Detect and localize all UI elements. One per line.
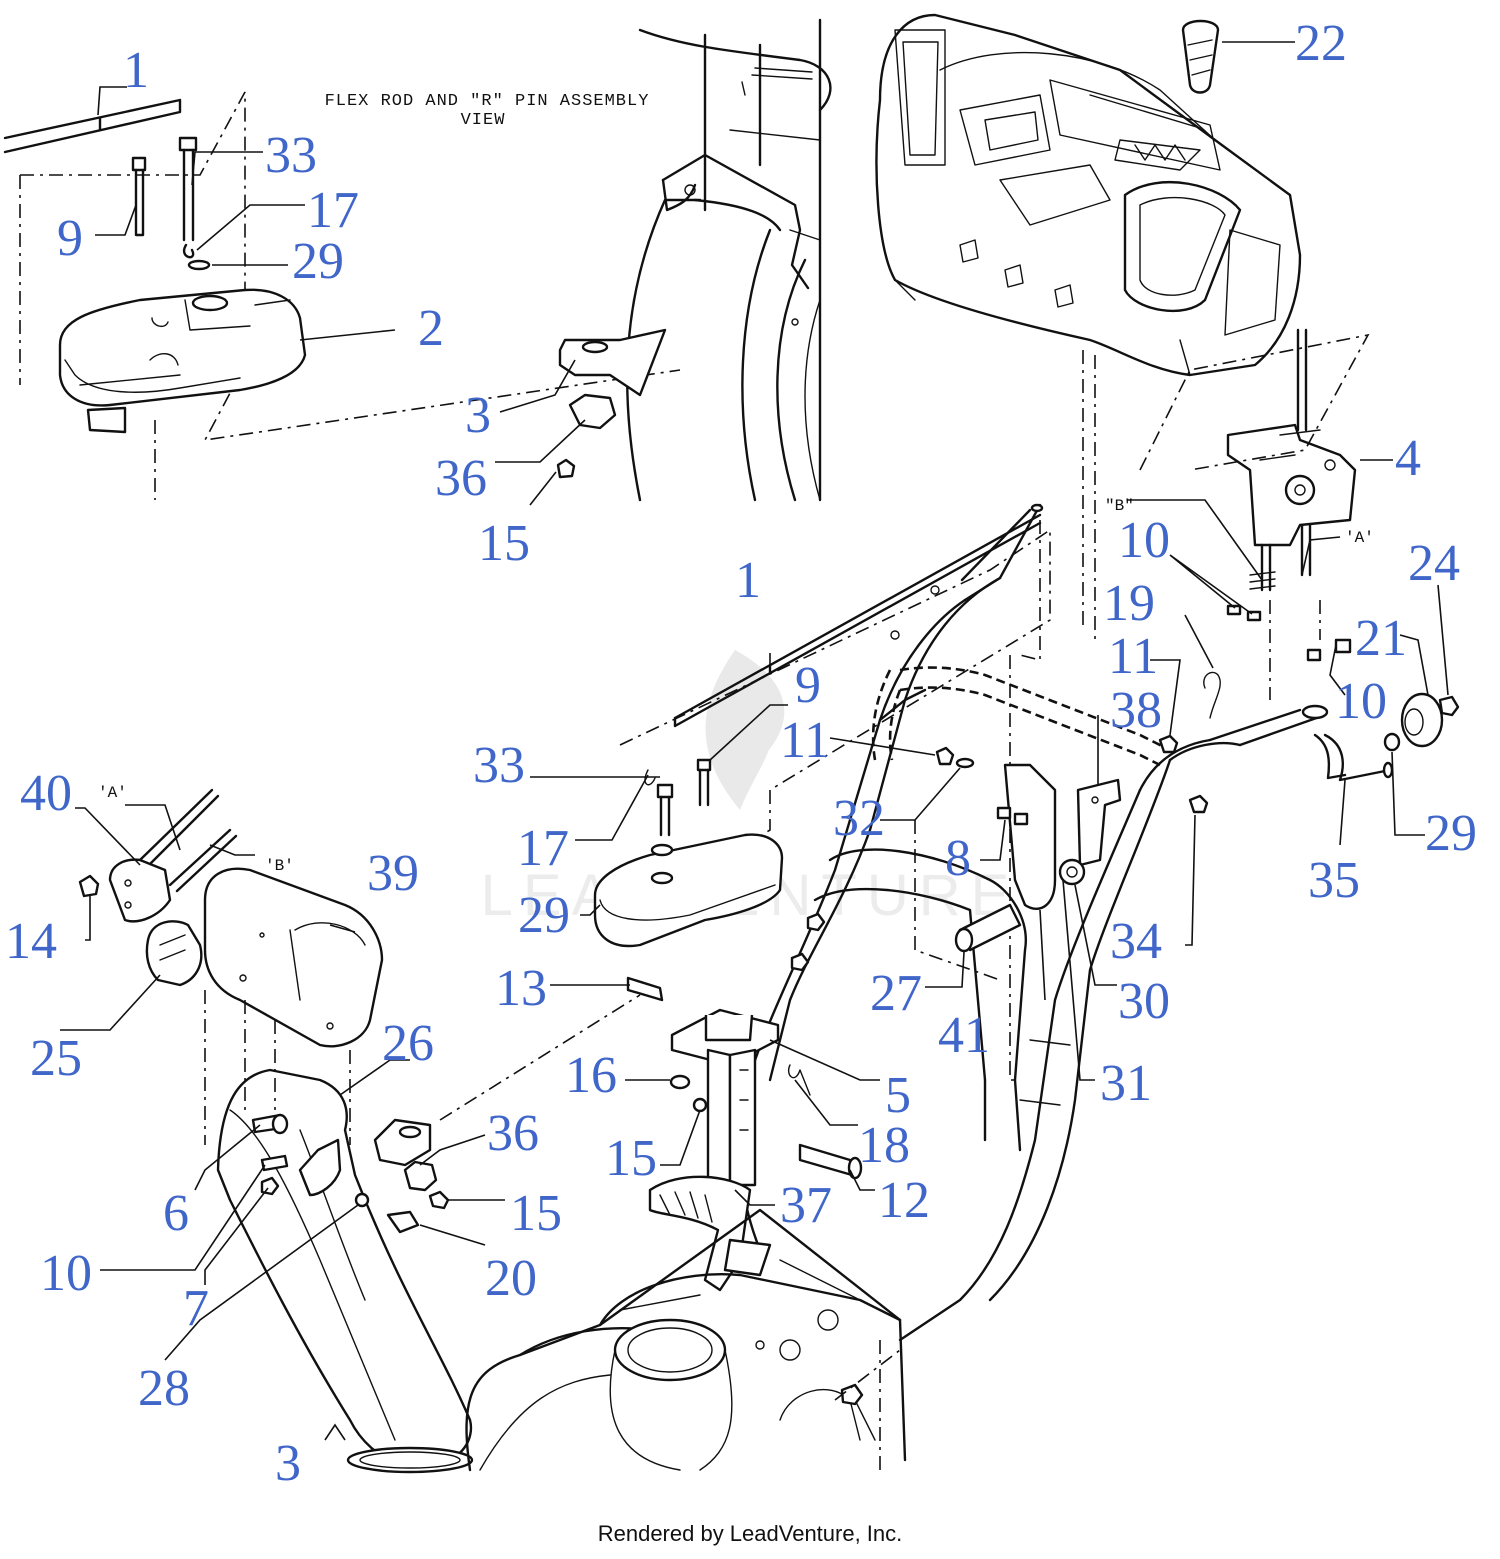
auger-housing	[465, 1208, 907, 1472]
callout-22: 22	[1295, 15, 1347, 72]
callout-10-lower: 10	[40, 1245, 92, 1302]
callout-27: 27	[870, 965, 922, 1022]
callout-29-main: 29	[518, 887, 570, 944]
callout-16: 16	[565, 1047, 617, 1104]
callout-17-main: 17	[517, 820, 569, 877]
callout-18: 18	[858, 1117, 910, 1174]
callout-20: 20	[485, 1250, 537, 1307]
callout-11-right: 11	[1108, 628, 1158, 685]
callout-37: 37	[780, 1177, 832, 1234]
callout-9-inset: 9	[57, 210, 83, 267]
callout-15-main: 15	[605, 1130, 657, 1187]
callouts: 1 33 9 17 29 2 3 36 15 22 4 10 24 19 11 …	[5, 15, 1477, 1492]
callout-35: 35	[1308, 852, 1360, 909]
callout-19: 19	[1103, 575, 1155, 632]
callout-13: 13	[495, 960, 547, 1017]
callout-41: 41	[938, 1007, 990, 1064]
handle-assembly	[738, 503, 1460, 1342]
callout-10-right: 10	[1335, 673, 1387, 730]
callout-21: 21	[1355, 610, 1407, 667]
callout-32: 32	[833, 790, 885, 847]
callout-2: 2	[418, 300, 444, 357]
callout-8: 8	[945, 830, 971, 887]
callout-4: 4	[1395, 430, 1421, 487]
callout-9-main: 9	[795, 657, 821, 714]
leader-lines	[60, 41, 1449, 1441]
callout-24: 24	[1408, 535, 1460, 592]
callout-3-upper: 3	[465, 387, 491, 444]
callout-26: 26	[382, 1015, 434, 1072]
callout-33-inset: 33	[265, 127, 317, 184]
callout-29-inset: 29	[292, 233, 344, 290]
tag-b-upper: "B"	[1105, 497, 1134, 515]
callout-14: 14	[5, 913, 57, 970]
callout-5: 5	[885, 1067, 911, 1124]
inset-flex-rod-view	[3, 91, 681, 500]
control-panel	[875, 13, 1370, 700]
callout-6: 6	[163, 1185, 189, 1242]
inset-title: FLEX ROD AND "R" PIN ASSEMBLY	[325, 92, 650, 111]
callout-17-inset: 17	[307, 182, 359, 239]
callout-1-inset: 1	[123, 42, 149, 99]
tag-a-upper: 'A'	[1345, 529, 1374, 547]
callout-33-main: 33	[473, 737, 525, 794]
callout-28: 28	[138, 1360, 190, 1417]
callout-36-upper: 36	[435, 450, 487, 507]
callout-38: 38	[1110, 682, 1162, 739]
callout-25: 25	[30, 1030, 82, 1087]
callout-7: 7	[183, 1280, 209, 1337]
chute-elbow-upper	[556, 18, 832, 502]
callout-10-upper: 10	[1118, 512, 1170, 569]
tag-b-lower: 'B'	[265, 857, 294, 875]
callout-15-upper: 15	[478, 515, 530, 572]
callout-11-main: 11	[780, 712, 830, 769]
callout-30: 30	[1118, 973, 1170, 1030]
lower-middle-assembly	[593, 513, 1051, 1292]
callout-40: 40	[20, 765, 72, 822]
callout-31: 31	[1100, 1055, 1152, 1112]
inset-subtitle: VIEW	[461, 111, 506, 130]
callout-39: 39	[367, 845, 419, 902]
render-credit: Rendered by LeadVenture, Inc.	[598, 1521, 903, 1546]
callout-12: 12	[878, 1172, 930, 1229]
callout-29-right: 29	[1425, 805, 1477, 862]
callout-1-main: 1	[735, 552, 761, 609]
callout-15-lower: 15	[510, 1185, 562, 1242]
callout-3-lower: 3	[275, 1435, 301, 1492]
callout-36-lower: 36	[487, 1105, 539, 1162]
callout-34: 34	[1110, 913, 1162, 970]
chute-assembly	[78, 788, 641, 1474]
tag-a-lower: 'A'	[98, 784, 127, 802]
